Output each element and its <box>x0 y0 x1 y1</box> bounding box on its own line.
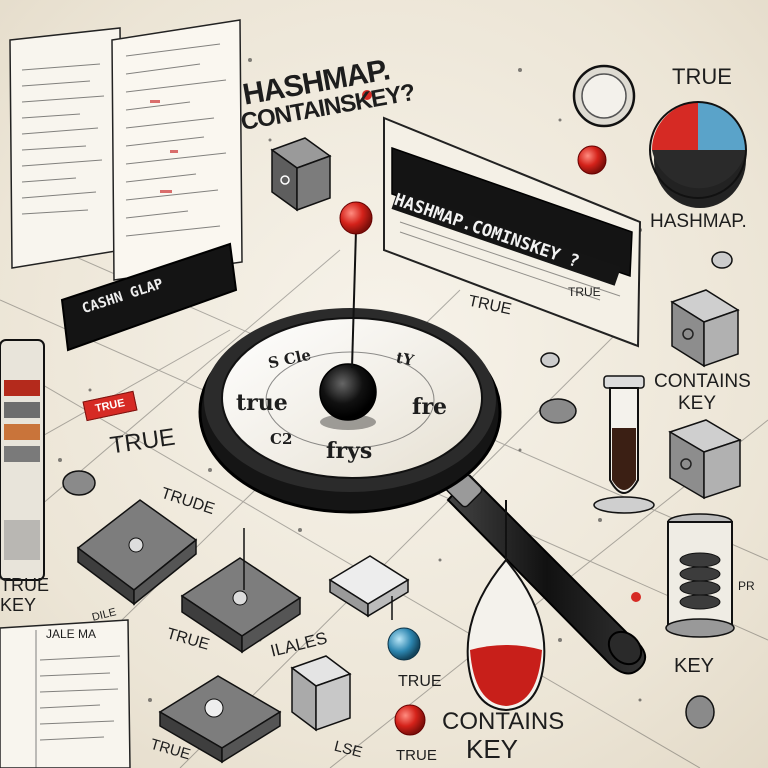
trup-bottom-label: TRUE <box>396 747 437 764</box>
left-banner-panel <box>60 242 238 352</box>
bottom-document <box>0 619 131 768</box>
true-key-left-line2: KEY <box>0 595 37 615</box>
key-bottom-right-label: KEY <box>674 655 715 677</box>
lens-top-right-label: tY <box>394 348 416 370</box>
ring-icon <box>572 64 636 128</box>
contains-key-bottom-line1: CONTAINS <box>442 708 565 735</box>
flask-icon <box>466 500 546 712</box>
contains-key-bottom-line2: KEY <box>466 734 519 764</box>
lens-true-label: true <box>236 390 288 416</box>
spring-jar-icon <box>665 513 735 638</box>
jale-ma-label: JALE MA <box>46 627 97 641</box>
tile-icon <box>76 499 198 606</box>
hashmap-right-label: HASHMAP. <box>650 211 747 232</box>
pr-label: PR <box>738 579 755 593</box>
cube-icon <box>290 655 352 732</box>
contains-key-right-line2: KEY <box>678 393 717 414</box>
pin-icon <box>339 201 373 369</box>
lens-frys-label: frys <box>326 438 373 464</box>
document-panels <box>9 19 243 281</box>
pie-chart-icon <box>649 101 747 208</box>
tile-icon <box>158 675 282 764</box>
contains-key-right-line1: CONTAINS <box>654 371 751 392</box>
true-top-right: TRUE <box>672 64 732 89</box>
red-dot-icon <box>362 90 372 100</box>
cube-icon <box>668 419 742 500</box>
tile-icon <box>328 555 410 618</box>
banner-screen <box>391 146 633 278</box>
jar-icon <box>0 339 45 581</box>
lens-bottom-left-label: C2 <box>270 430 293 448</box>
puck-icons <box>62 251 733 729</box>
true-key-left-line1: TRUE <box>0 575 49 595</box>
cube-icon <box>270 137 332 212</box>
red-dot-icon <box>631 592 641 602</box>
red-ball-icon <box>394 704 426 736</box>
red-ball-icon <box>577 145 607 175</box>
magnifying-glass-icon <box>198 308 647 675</box>
true-small-label: TRUE <box>568 285 601 299</box>
cube-icon <box>670 289 740 368</box>
blue-ball-icon <box>387 627 421 661</box>
test-tube-icon <box>593 375 655 514</box>
lens-fre-label: fre <box>412 394 448 420</box>
tile-icon <box>180 557 302 654</box>
true-bottom-label: TRUE <box>398 673 442 690</box>
